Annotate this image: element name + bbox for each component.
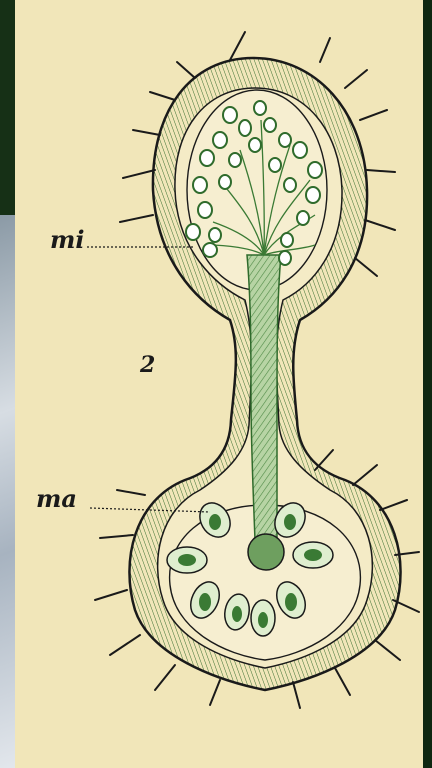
illustration-plate: mi ma 2 — [15, 0, 423, 768]
stalk-base-bulb — [248, 534, 284, 570]
cell-illustration — [15, 0, 423, 768]
label-ma: ma — [36, 484, 77, 513]
figure-number: 2 — [140, 352, 155, 378]
label-mi: mi — [50, 225, 85, 254]
